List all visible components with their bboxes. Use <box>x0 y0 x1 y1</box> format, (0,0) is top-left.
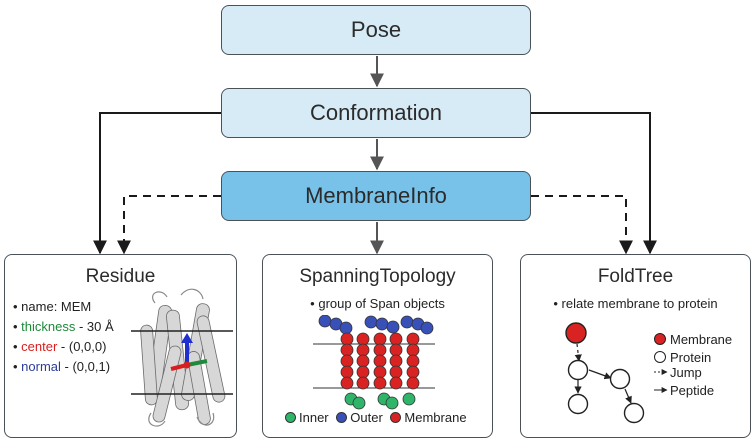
membrane-bead <box>356 343 370 357</box>
membrane-bead <box>406 354 420 368</box>
membraneinfo-box: MembraneInfo <box>221 171 531 221</box>
membrane-bead <box>389 354 403 368</box>
membrane-bead <box>356 376 370 390</box>
membrane-bead <box>389 332 403 346</box>
protein-node <box>609 368 631 390</box>
membrane-bead <box>340 332 354 346</box>
pose-box: Pose <box>221 5 531 55</box>
spanningtopology-panel: SpanningTopology • group of Span objects… <box>262 254 493 438</box>
membrane-bead <box>340 365 354 379</box>
membraneinfo-label: MembraneInfo <box>305 183 447 208</box>
membrane-bead <box>373 332 387 346</box>
residue-title: Residue <box>85 266 156 287</box>
membrane-bead <box>356 354 370 368</box>
membrane-bead <box>340 343 354 357</box>
center-value: - (0,0,0) <box>57 339 107 354</box>
outer-legend-dot <box>336 412 348 423</box>
conformation-label: Conformation <box>309 100 443 125</box>
legend-membrane: Membrane <box>404 410 467 425</box>
membrane-bead <box>356 332 370 346</box>
conformation-box: Conformation <box>221 88 531 138</box>
legend-jump: Jump <box>670 365 702 380</box>
center-point <box>183 361 191 369</box>
residue-name-text: name: MEM <box>21 299 92 314</box>
outer-bead <box>375 317 389 331</box>
membrane-bead <box>406 332 420 346</box>
foldtree-panel: FoldTree • relate membrane to protein <box>520 254 751 438</box>
membrane-bead <box>406 343 420 357</box>
helical-protein-image <box>131 288 233 427</box>
membrane-bead <box>389 343 403 357</box>
spanningtopology-legend: Inner Outer Membrane <box>285 410 467 425</box>
residue-thickness-property: • thickness - 30 Å <box>13 319 114 334</box>
foldtree-subtitle: • relate membrane to protein <box>553 296 718 311</box>
residue-normal-property: • normal - (0,0,1) <box>13 359 111 374</box>
residue-name-property: • name: MEM <box>13 299 92 314</box>
foldtree-title: FoldTree <box>597 266 674 287</box>
outer-bead <box>400 315 414 329</box>
arrow-conformation-to-foldtree <box>531 112 657 255</box>
outer-bead <box>318 315 332 328</box>
spanningtopology-subtitle-text: group of Span objects <box>318 296 445 311</box>
membrane-bead <box>373 376 387 390</box>
membrane-node <box>565 322 587 344</box>
normal-value: - (0,0,1) <box>60 359 111 374</box>
legend-inner: Inner <box>299 410 329 425</box>
membrane-bead <box>356 365 370 379</box>
membrane-bead <box>340 376 354 390</box>
residue-center-property: • center - (0,0,0) <box>13 339 107 354</box>
legend-outer: Outer <box>350 410 383 425</box>
protein-node <box>623 402 645 424</box>
span-topology-diagram <box>313 315 435 410</box>
membrane-bead <box>389 376 403 390</box>
outer-bead <box>339 321 353 335</box>
spanningtopology-subtitle: • group of Span objects <box>310 296 445 311</box>
inner-legend-dot <box>285 412 296 423</box>
inner-bead <box>352 396 366 410</box>
inner-bead <box>385 396 399 410</box>
inner-bead <box>402 392 416 406</box>
foldtree-subtitle-text: relate membrane to protein <box>561 296 718 311</box>
spanningtopology-title: SpanningTopology <box>299 266 456 287</box>
membrane-bead <box>406 376 420 390</box>
legend-peptide: Peptide <box>670 383 714 398</box>
membrane-bead <box>406 365 420 379</box>
membrane-legend-dot <box>390 412 402 423</box>
outer-bead <box>364 315 378 329</box>
outer-bead <box>386 320 400 334</box>
legend-protein: Protein <box>670 350 711 365</box>
membrane-bead <box>389 365 403 379</box>
protein-node <box>567 359 589 381</box>
legend-membrane: Membrane <box>670 332 732 347</box>
thickness-value: - 30 Å <box>75 319 114 334</box>
normal-label: normal <box>21 359 61 374</box>
membrane-bead <box>373 343 387 357</box>
outer-bead <box>420 321 434 335</box>
membrane-bead <box>340 354 354 368</box>
foldtree-legend: Membrane Protein Jump Peptide <box>654 332 732 398</box>
protein-node <box>567 393 589 415</box>
dashed-arrow-membraneinfo-to-residue <box>117 195 221 255</box>
foldtree-graph: Membrane Protein Jump Peptide <box>565 322 732 424</box>
thickness-label: thickness <box>21 319 76 334</box>
dashed-arrow-membraneinfo-to-foldtree <box>531 195 633 255</box>
residue-panel: Residue • name: MEM • thickness - 30 Å •… <box>4 254 237 438</box>
membrane-bead <box>373 354 387 368</box>
membrane-bead <box>373 365 387 379</box>
center-label: center <box>21 339 58 354</box>
arrow-conformation-to-residue <box>93 112 221 255</box>
pose-label: Pose <box>350 17 402 42</box>
